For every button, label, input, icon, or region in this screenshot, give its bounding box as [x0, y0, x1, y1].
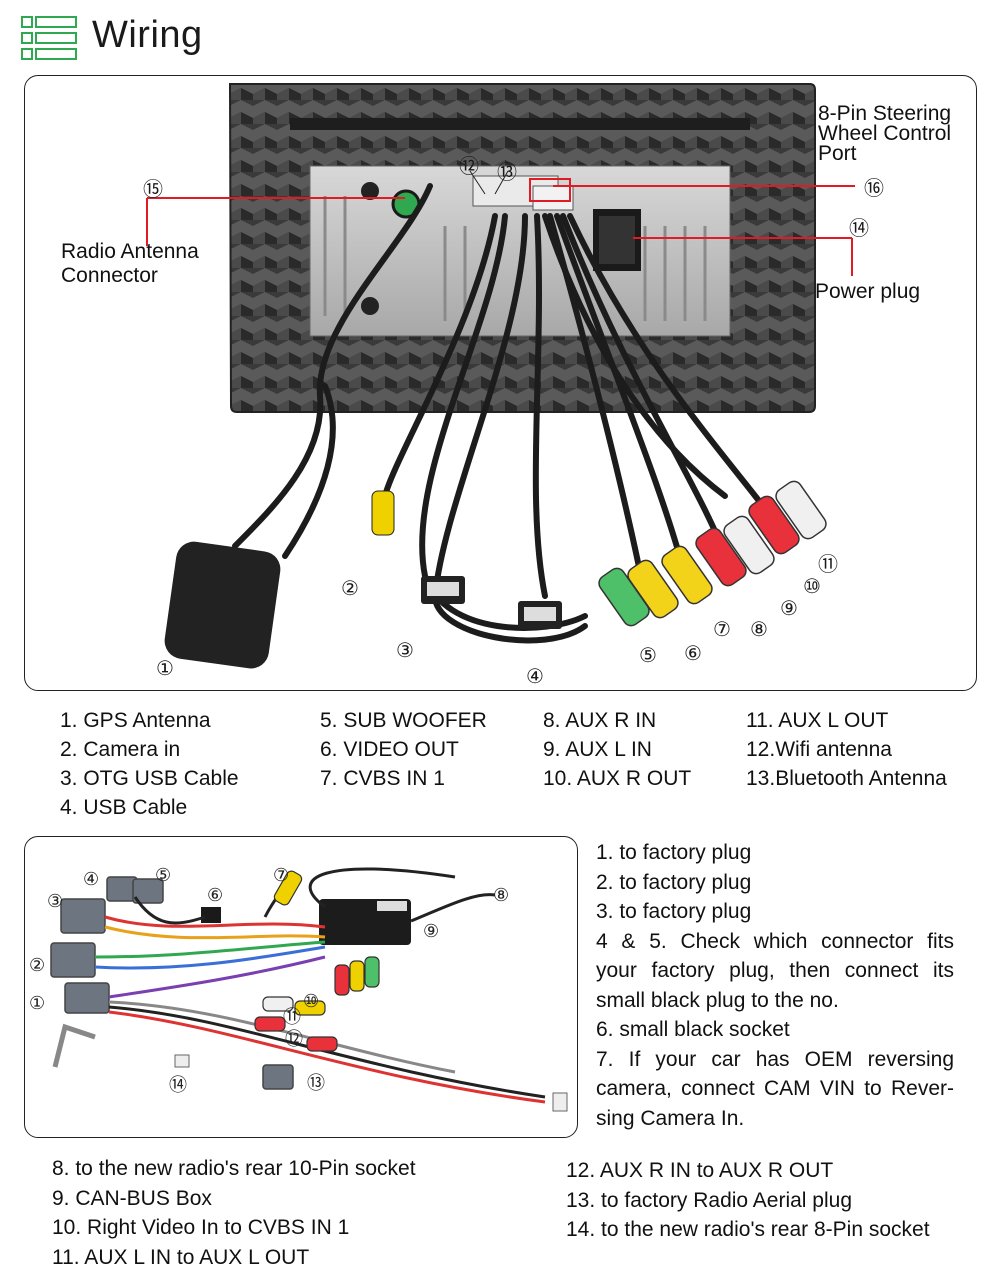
num-3: ③	[396, 640, 414, 662]
instruction-line: camera, connect CAM VIN to Rever-	[596, 1077, 954, 1100]
radio-back-illustration	[146, 83, 855, 669]
bottom-legend-item: 13. to factory Radio Aerial plug	[566, 1188, 853, 1212]
instruction-line: small black plug to the no.	[596, 988, 839, 1012]
num-9: ⑨	[780, 598, 798, 620]
radio-back-diagram: Radio Antenna Connector 8-Pin Steering W…	[24, 75, 977, 691]
legend-item: 9. AUX L IN	[543, 738, 652, 761]
legend-item: 13.Bluetooth Antenna	[746, 767, 947, 790]
instruction-line: 6. small black socket	[596, 1018, 790, 1041]
legend-item: 1. GPS Antenna	[60, 709, 211, 732]
steering-port-label-line3: Port	[818, 142, 857, 165]
bottom-legend-item: 9. CAN-BUS Box	[52, 1186, 212, 1210]
legend-item: 2. Camera in	[60, 738, 181, 761]
num-2: ②	[341, 578, 359, 600]
num-14: ⑭	[849, 218, 869, 240]
harness-instructions: 1. to factory plug 2. to factory plug 3.…	[596, 838, 954, 1133]
bottom-legend-left: 8. to the new radio's rear 10-Pin socket…	[52, 1154, 416, 1272]
num-5: ⑤	[639, 645, 657, 667]
legend-col3: 8. AUX R IN 9. AUX L IN 10. AUX R OUT	[543, 706, 691, 793]
radio-antenna-label-line1: Radio Antenna	[61, 240, 199, 263]
num-4: ④	[526, 666, 544, 688]
steering-port-label-line1: 8-Pin Steering	[818, 102, 952, 125]
bottom-legend-right: 12. AUX R IN to AUX R OUT 13. to factory…	[566, 1156, 930, 1245]
instruction-line: your factory plug, then connect its	[596, 959, 954, 982]
legend-item: 6. VIDEO OUT	[320, 738, 459, 761]
harness-num-6: ⑥	[207, 885, 223, 905]
harness-num-14: ⑭	[169, 1075, 187, 1095]
wiring-list-icon	[20, 15, 78, 61]
instruction-line: 3. to factory plug	[596, 900, 752, 923]
harness-num-11: ⑪	[283, 1007, 301, 1027]
legend-col1: 1. GPS Antenna 2. Camera in 3. OTG USB C…	[60, 706, 239, 822]
harness-num-8: ⑧	[493, 885, 509, 905]
bottom-legend-item: 11. AUX L IN to AUX L OUT	[52, 1245, 310, 1269]
harness-illustration: ③ ④ ⑤ ⑥ ⑦ ⑧ ⑨ ② ① ⑩ ⑪ ⑫ ⑬ ⑭	[29, 865, 568, 1112]
num-15: ⑮	[143, 179, 163, 201]
bottom-legend-item: 12. AUX R IN to AUX R OUT	[566, 1159, 834, 1182]
num-12: ⑫	[459, 156, 479, 178]
bottom-legend-item: 8. to the new radio's rear 10-Pin socket	[52, 1157, 416, 1180]
instruction-line: 2. to factory plug	[596, 870, 752, 894]
legend-item: 11. AUX L OUT	[746, 709, 889, 732]
bottom-legend-item: 10. Right Video In to CVBS IN 1	[52, 1216, 350, 1239]
harness-diagram: ③ ④ ⑤ ⑥ ⑦ ⑧ ⑨ ② ① ⑩ ⑪ ⑫ ⑬ ⑭	[24, 836, 578, 1138]
instruction-line: 7. If your car has OEM reversing	[596, 1047, 954, 1071]
num-7: ⑦	[713, 619, 731, 641]
steering-port-label-line2: Wheel Control	[818, 122, 952, 145]
harness-num-10: ⑩	[303, 991, 319, 1011]
harness-num-3: ③	[47, 891, 63, 911]
legend-col4: 11. AUX L OUT 12.Wifi antenna 13.Bluetoo…	[746, 706, 947, 793]
legend-item: 7. CVBS IN 1	[320, 767, 445, 790]
page-title: Wiring	[92, 14, 203, 56]
num-11: ⑪	[818, 554, 838, 576]
harness-num-4: ④	[83, 869, 99, 889]
num-1: ①	[156, 658, 174, 680]
num-16: ⑯	[864, 178, 884, 200]
legend-item: 8. AUX R IN	[543, 709, 657, 732]
harness-num-2: ②	[29, 955, 45, 975]
legend-item: 3. OTG USB Cable	[60, 767, 239, 790]
instruction-line: 4 & 5. Check which connector fits	[596, 929, 954, 953]
legend-col2: 5. SUB WOOFER 6. VIDEO OUT 7. CVBS IN 1	[320, 706, 487, 793]
harness-num-12: ⑫	[285, 1029, 303, 1049]
bottom-legend-item: 14. to the new radio's rear 8-Pin socket	[566, 1218, 930, 1241]
power-plug-label: Power plug	[815, 280, 921, 303]
harness-num-5: ⑤	[155, 865, 171, 885]
instruction-line: 1. to factory plug	[596, 841, 752, 864]
radio-antenna-label-line2: Connector	[61, 264, 158, 287]
harness-num-1: ①	[29, 993, 45, 1013]
legend-item: 12.Wifi antenna	[746, 738, 892, 761]
num-8: ⑧	[750, 619, 768, 641]
harness-num-9: ⑨	[423, 921, 439, 941]
harness-num-13: ⑬	[307, 1073, 325, 1093]
num-10: ⑩	[803, 576, 821, 598]
num-6: ⑥	[684, 643, 702, 665]
num-13: ⑬	[497, 162, 517, 184]
legend-item: 5. SUB WOOFER	[320, 709, 487, 732]
legend-item: 4. USB Cable	[60, 796, 188, 819]
instruction-line: sing Camera In.	[596, 1106, 745, 1130]
legend-item: 10. AUX R OUT	[543, 767, 692, 790]
harness-num-7: ⑦	[273, 865, 289, 885]
